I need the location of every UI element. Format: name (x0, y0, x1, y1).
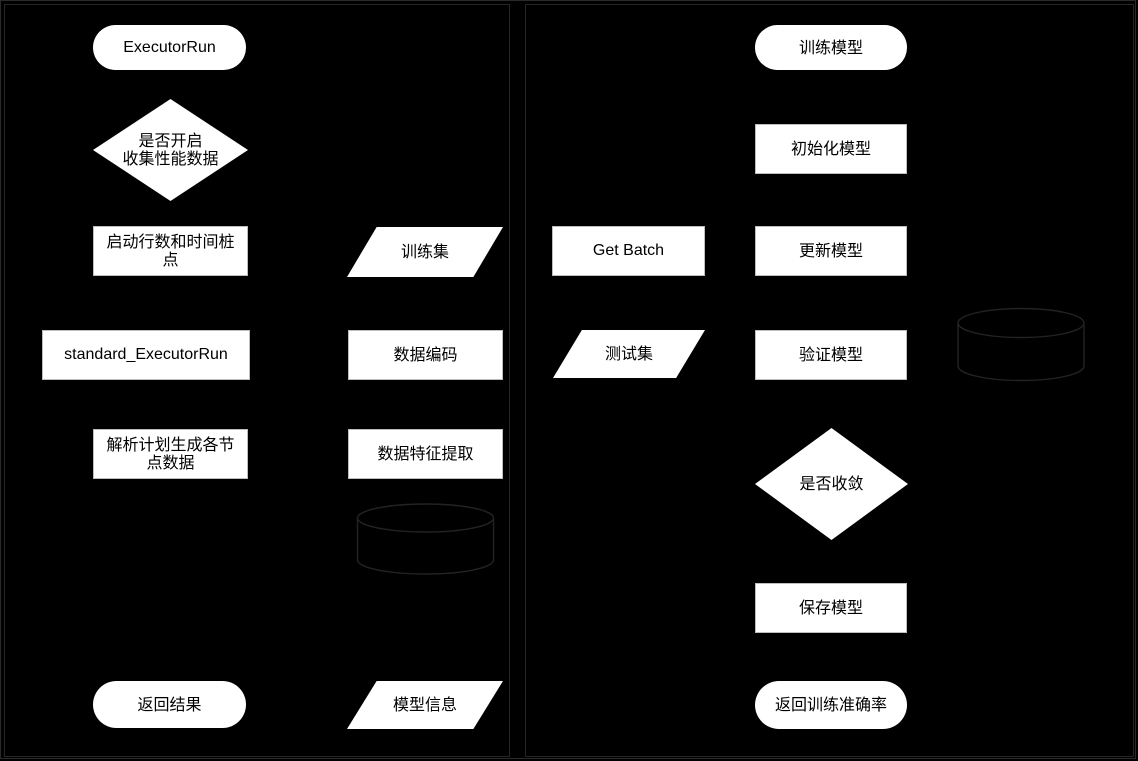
node-label-collect-perf-data: 是否开启 收集性能数据 (122, 131, 219, 168)
node-label-validate-model: 验证模型 (798, 345, 863, 365)
database-cylinder-icon-left (356, 503, 495, 576)
executor-run-flow-panel (4, 4, 510, 757)
node-label-update-model: 更新模型 (798, 241, 863, 261)
node-init-model[interactable]: 初始化模型 (755, 124, 907, 174)
node-train-model[interactable]: 训练模型 (755, 25, 907, 70)
node-feature-extraction[interactable]: 数据特征提取 (348, 429, 503, 479)
node-executor-run[interactable]: ExecutorRun (93, 25, 246, 70)
parallelogram-shape (347, 681, 503, 729)
node-label-test-set: 测试集 (604, 344, 653, 364)
node-label-is-converged: 是否收敛 (799, 474, 864, 494)
node-update-model[interactable]: 更新模型 (755, 226, 907, 276)
node-label-feature-extraction: 数据特征提取 (377, 444, 474, 464)
node-model-info[interactable]: 模型信息 (347, 681, 503, 729)
node-standard-executorrun[interactable]: standard_ExecutorRun (42, 330, 250, 380)
node-test-set[interactable]: 测试集 (553, 330, 705, 378)
node-training-set[interactable]: 训练集 (347, 227, 503, 277)
node-label-train-model: 训练模型 (798, 37, 863, 57)
node-label-standard-executorrun: standard_ExecutorRun (64, 346, 228, 364)
node-validate-model[interactable]: 验证模型 (755, 330, 907, 380)
node-collect-perf-data-decision[interactable]: 是否开启 收集性能数据 (93, 99, 248, 201)
node-parse-plan-nodes[interactable]: 解析计划生成各节点数据 (93, 429, 248, 479)
node-get-batch[interactable]: Get Batch (552, 226, 705, 276)
node-label-parse-plan-nodes: 解析计划生成各节点数据 (106, 435, 235, 472)
model-training-flow-panel (525, 4, 1134, 757)
parallelogram-shape (553, 330, 705, 378)
node-save-model[interactable]: 保存模型 (755, 583, 907, 633)
database-cylinder-icon-right (956, 307, 1086, 383)
node-start-rowcount-time[interactable]: 启动行数和时间桩点 (93, 226, 248, 276)
node-label-training-set: 训练集 (400, 242, 449, 262)
node-is-converged-decision[interactable]: 是否收敛 (755, 428, 908, 540)
node-label-start-rowcount-time: 启动行数和时间桩点 (106, 232, 235, 269)
node-label-executor-run: ExecutorRun (123, 38, 216, 56)
node-label-save-model: 保存模型 (798, 598, 863, 618)
node-data-encoding[interactable]: 数据编码 (348, 330, 503, 380)
node-label-get-batch: Get Batch (592, 242, 665, 260)
node-label-return-accuracy: 返回训练准确率 (774, 695, 887, 715)
parallelogram-shape (347, 227, 503, 277)
node-label-init-model: 初始化模型 (790, 139, 871, 159)
node-label-data-encoding: 数据编码 (393, 345, 458, 365)
node-return-result[interactable]: 返回结果 (93, 681, 246, 728)
node-return-accuracy[interactable]: 返回训练准确率 (755, 681, 907, 729)
node-label-return-result: 返回结果 (137, 694, 202, 714)
node-label-model-info: 模型信息 (392, 695, 457, 715)
